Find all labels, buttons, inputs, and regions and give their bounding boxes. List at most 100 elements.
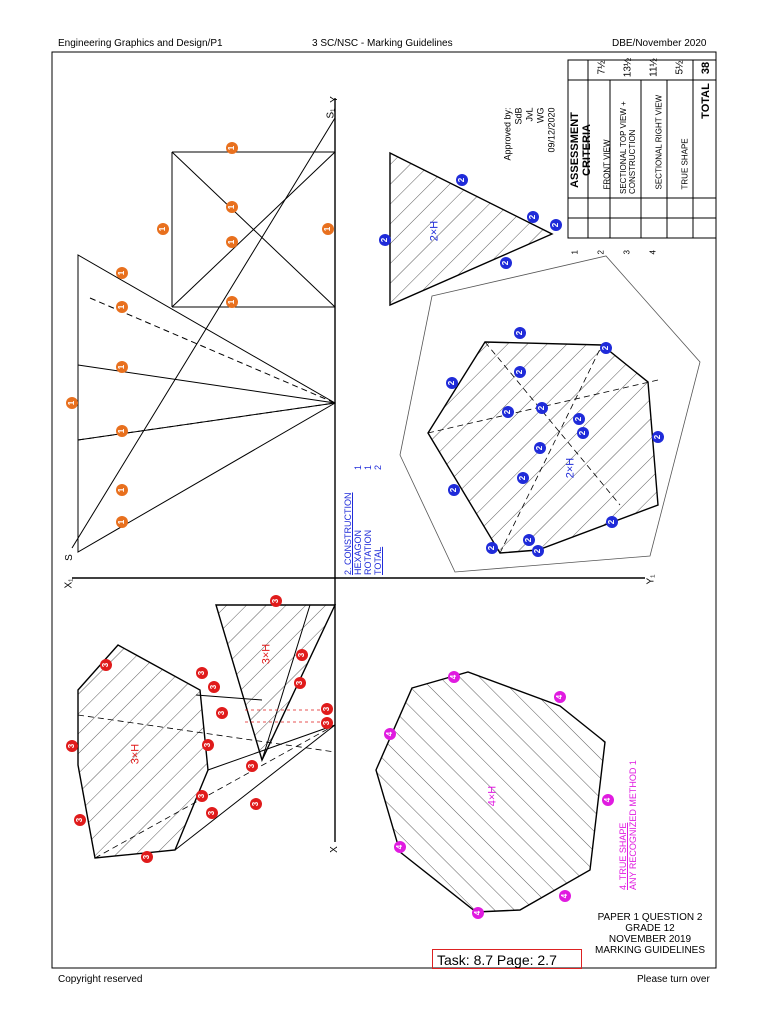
sheet-border [51,51,717,969]
hatch-label: 3×H [129,743,142,765]
top-mark-badge: 2 [517,472,529,484]
triangle-section [389,151,554,307]
label-s: S [63,554,75,561]
right-mark-badge: 3 [202,739,214,751]
true-shape-note-line2: ANY RECOGNIZED METHOD 1 [628,760,638,890]
front-mark-badge: 1 [322,223,334,235]
row-mark: 13½ [622,57,634,78]
top-mark-badge: 2 [502,406,514,418]
title-line: MARKING GUIDELINES [594,945,706,956]
row-mark: 7½ [596,60,608,75]
row-mark: 5½ [674,60,686,75]
approval-block: Approved by: SdB JvL WG 09/12/2020 [503,108,558,228]
row-no: 4 [648,250,658,255]
right-mark-badge: 3 [141,851,153,863]
right-mark-badge: 3 [66,740,78,752]
top-mark-badge: 2 [536,402,548,414]
front-mark-badge: 1 [157,223,169,235]
construction-line-mark: 2 [373,465,383,471]
true-shape-note: 4. TRUE SHAPE ANY RECOGNIZED METHOD 1 [618,730,638,890]
top-mark-badge: 2 [652,431,664,443]
top-mark-badge: 2 [448,484,460,496]
top-mark-badge: 2 [600,342,612,354]
construction-line-mark: 1 [353,465,363,471]
header-center: 3 SC/NSC - Marking Guidelines [312,38,453,49]
true-mark-badge: 4 [602,794,614,806]
front-mark-badge: 1 [116,484,128,496]
hatch-label: 3×H [260,643,273,665]
construction-line-label: TOTAL [373,546,383,575]
row-mark: 11½ [648,58,660,77]
top-mark-badge: 2 [514,366,526,378]
top-mark-badge: 2 [379,234,391,246]
front-mark-badge: 1 [226,296,238,308]
total-value: 38 [700,61,712,75]
top-mark-badge: 2 [532,545,544,557]
right-mark-badge: 3 [196,667,208,679]
true-shape-note-line1: 4. TRUE SHAPE [618,822,628,890]
top-mark-badge: 2 [514,327,526,339]
approval-name: WG [535,107,546,124]
top-mark-badge: 2 [527,211,539,223]
row-no: 2 [596,250,606,255]
approval-name: JvL [524,107,535,122]
true-mark-badge: 4 [384,728,396,740]
construction-line-mark: 1 [363,465,373,471]
assessment-table-grid [567,59,717,239]
top-mark-badge: 2 [446,377,458,389]
true-mark-badge: 4 [472,907,484,919]
front-mark-badge: 1 [226,142,238,154]
label-x: X [328,846,340,853]
hatch-label: 2×H [564,457,577,479]
construction-title: 2. CONSTRUCTION [343,492,353,575]
task-label: Task: 8.7 Page: 2.7 [432,949,582,969]
title-line: NOVEMBER 2019 [608,934,692,945]
title-block: PAPER 1 QUESTION 2 GRADE 12 NOVEMBER 201… [575,912,725,956]
front-mark-badge: 1 [226,201,238,213]
hatch-label: 2×H [428,220,441,242]
top-mark-badge: 2 [500,257,512,269]
right-mark-badge: 3 [296,649,308,661]
front-mark-badge: 1 [116,301,128,313]
right-mark-badge: 3 [250,798,262,810]
right-mark-badge: 3 [208,681,220,693]
row-label: SECTIONAL RIGHT VIEW [654,94,664,190]
approval-heading: Approved by: [502,107,513,161]
right-mark-badge: 3 [206,807,218,819]
label-y: Y [328,96,340,103]
right-mark-badge: 3 [196,790,208,802]
true-mark-badge: 4 [554,691,566,703]
row-label: FRONT VIEW [602,139,612,190]
top-mark-badge: 2 [456,174,468,186]
right-mark-badge: 3 [321,703,333,715]
label-x1: X₁ [63,578,75,589]
row-no: 3 [622,250,632,255]
front-mark-badge: 1 [66,397,78,409]
front-mark-badge: 1 [116,516,128,528]
true-mark-badge: 4 [559,890,571,902]
row-label: SECTIONAL TOP VIEW + CONSTRUCTION [619,101,637,194]
true-shape-view [375,671,606,913]
sectional-right-view [77,604,337,859]
front-mark-badge: 1 [116,267,128,279]
row-no: 1 [570,250,580,255]
construction-note: 2. CONSTRUCTION HEXAGON 1 ROTATION 1 TOT… [343,465,383,575]
top-mark-badge: 2 [534,442,546,454]
construction-hexagon [399,255,701,573]
title-line: PAPER 1 QUESTION 2 [597,912,703,923]
right-mark-badge: 3 [100,659,112,671]
construction-line-label: HEXAGON [353,529,363,575]
right-mark-badge: 3 [270,595,282,607]
label-s1: S₁ [325,108,337,119]
header-left: Engineering Graphics and Design/P1 [58,38,223,49]
construction-line-label: ROTATION [363,529,373,575]
front-mark-badge: 1 [116,425,128,437]
top-mark-badge: 2 [486,542,498,554]
row-label: TRUE SHAPE [680,138,690,190]
hatch-label: 4×H [486,785,499,807]
top-mark-badge: 2 [573,413,585,425]
top-mark-badge: 2 [550,219,562,231]
true-mark-badge: 4 [448,671,460,683]
